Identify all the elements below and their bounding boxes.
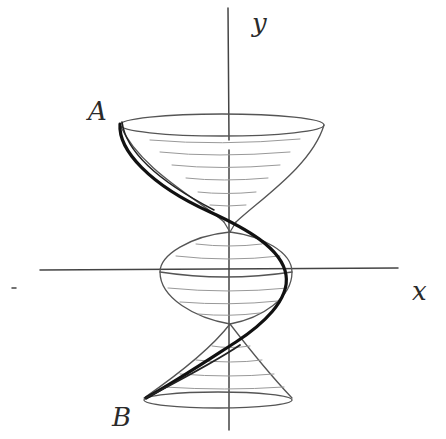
- bowl-side: [236, 125, 324, 222]
- helix-curve-trace: [122, 122, 214, 210]
- point-label: A: [88, 98, 107, 124]
- bowl-rim: [120, 114, 324, 136]
- bowl-hatching: [150, 139, 300, 206]
- cone-side: [144, 324, 230, 398]
- cone-rim: [144, 392, 292, 408]
- axis-label: x: [412, 278, 427, 304]
- helix-curve: [120, 124, 286, 398]
- axis-label: y: [252, 10, 267, 36]
- point-label: B: [112, 404, 131, 430]
- sphere-equator: [160, 272, 292, 277]
- x-axis: [12, 268, 398, 288]
- cone-hatching: [164, 346, 284, 389]
- sphere-hatching: [168, 244, 288, 315]
- helix-curve-trace: [146, 345, 240, 398]
